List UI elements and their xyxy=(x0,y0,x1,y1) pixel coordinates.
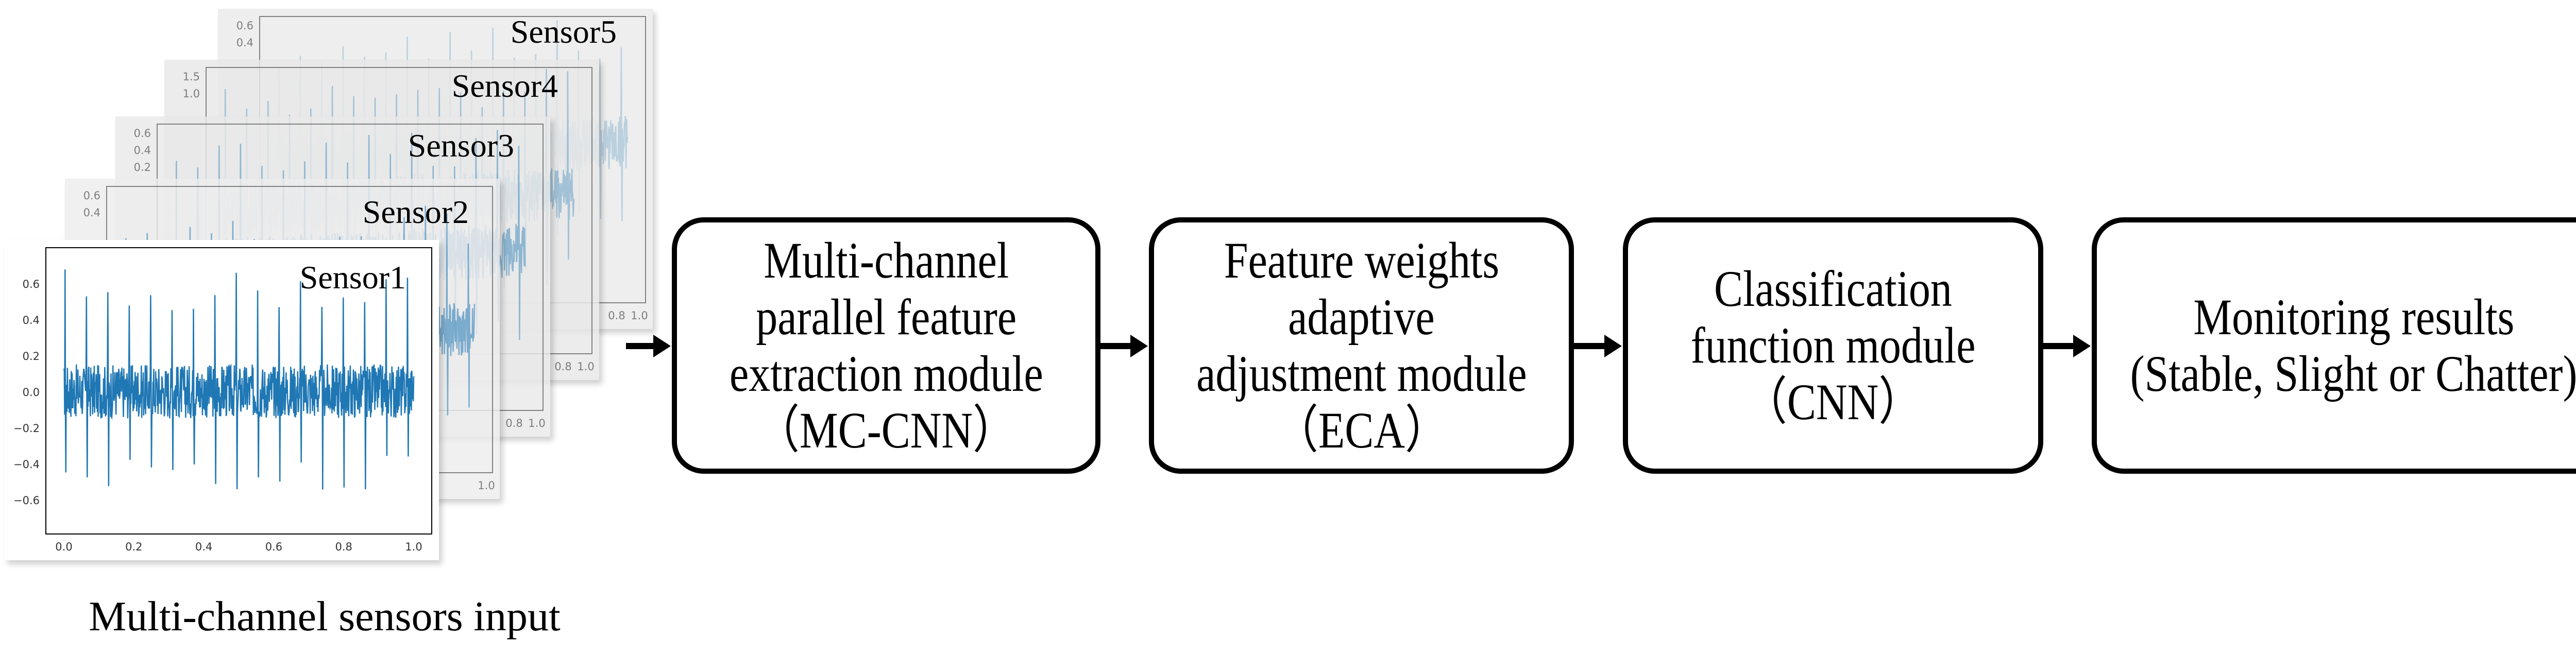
x-tick-label: 1.0 xyxy=(528,417,545,429)
y-tick-label: −0.2 xyxy=(13,422,40,435)
sensor3-label: Sensor3 xyxy=(408,127,514,164)
x-tick-label: 0.6 xyxy=(265,541,282,553)
y-tick-label: 0.6 xyxy=(23,278,40,290)
x-tick-label: 0.8 xyxy=(608,309,625,322)
y-tick-label: 0.2 xyxy=(23,350,40,363)
arrow-right-icon xyxy=(1574,335,1622,357)
y-tick-label: 0.4 xyxy=(23,314,40,326)
x-tick-label: 1.0 xyxy=(631,309,648,322)
module-text: adjustment module xyxy=(1196,345,1527,402)
x-tick-label: 0.8 xyxy=(335,541,352,553)
mc-cnn-module-box: Multi-channel parallel feature extractio… xyxy=(672,217,1100,474)
arrow-right-icon xyxy=(626,335,671,357)
x-tick-label: 0.0 xyxy=(55,541,72,553)
sensor1-waveform: 0.6 0.4 0.2 0.0 −0.2 −0.4 −0.6 0.0 0.2 0.4 0.6 0.8 1… xyxy=(13,247,432,553)
module-text: Classification xyxy=(1714,260,1952,317)
y-tick-label: 0.4 xyxy=(236,37,253,49)
x-tick-label: 0.2 xyxy=(125,541,142,553)
eca-module-box: Feature weights adaptive adjustment modu… xyxy=(1149,217,1574,474)
module-text: parallel feature xyxy=(756,288,1016,346)
module-text: (Stable, Slight or Chatter) xyxy=(2130,345,2576,402)
y-tick-label: 0.4 xyxy=(134,144,151,157)
arrow-right-icon xyxy=(2043,335,2091,357)
cnn-module-box: Classification function module （CNN） xyxy=(1623,217,2043,474)
x-tick-label: 1.0 xyxy=(478,479,495,492)
y-tick-label: −0.4 xyxy=(13,458,40,471)
y-tick-label: 0.6 xyxy=(236,20,253,32)
y-tick-label: −0.6 xyxy=(13,494,40,507)
module-text: function module xyxy=(1690,317,1976,374)
module-text: extraction module xyxy=(729,345,1043,402)
arrow-right-icon xyxy=(1100,335,1148,357)
y-tick-label: 1.0 xyxy=(183,88,200,100)
module-text: Monitoring results xyxy=(2193,288,2515,346)
y-tick-label: 0.6 xyxy=(134,127,151,140)
sensor5-label: Sensor5 xyxy=(510,13,617,50)
x-tick-label: 0.4 xyxy=(195,541,212,553)
x-tick-label: 1.0 xyxy=(405,541,422,553)
module-text: Feature weights xyxy=(1224,232,1499,289)
x-tick-label: 0.8 xyxy=(505,417,522,429)
module-text: adaptive xyxy=(1288,288,1435,346)
signal-line xyxy=(63,269,415,490)
x-tick-label: 1.0 xyxy=(577,360,594,373)
y-tick-label: 1.5 xyxy=(183,71,200,83)
y-tick-label: 0.4 xyxy=(83,206,100,219)
y-tick-label: 0.0 xyxy=(23,386,40,399)
y-tick-label: 0.6 xyxy=(83,189,100,202)
input-caption: Multi-channel sensors input xyxy=(89,593,561,640)
module-text: Multi-channel xyxy=(764,232,1009,289)
sensor2-label: Sensor2 xyxy=(362,194,469,230)
sensor1-plot-card: 0.6 0.4 0.2 0.0 −0.2 −0.4 −0.6 0.0 0.2 0.4 0.6 0.8 1… xyxy=(4,240,439,560)
module-text: （MC-CNN） xyxy=(756,402,1016,459)
sensor1-label: Sensor1 xyxy=(299,259,406,296)
module-text: （CNN） xyxy=(1744,373,1922,430)
y-tick-label: 0.2 xyxy=(134,161,151,174)
module-text: （ECA） xyxy=(1275,402,1448,459)
x-tick-label: 0.8 xyxy=(554,360,571,373)
monitoring-results-box: Monitoring results (Stable, Slight or Ch… xyxy=(2092,217,2576,474)
sensor4-label: Sensor4 xyxy=(451,67,558,104)
